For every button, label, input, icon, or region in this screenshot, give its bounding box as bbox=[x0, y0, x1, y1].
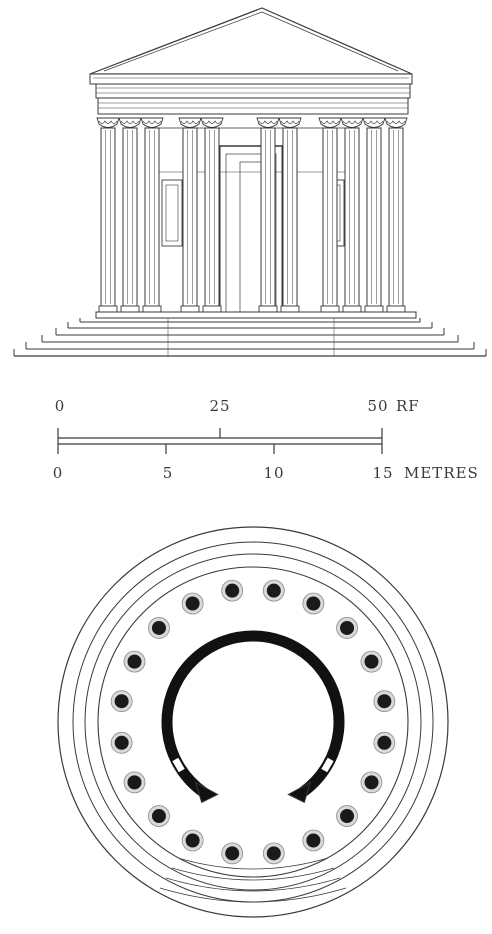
elevation-column bbox=[384, 117, 408, 313]
plan-column bbox=[221, 579, 244, 602]
plan-column bbox=[221, 842, 244, 865]
elevation-column bbox=[96, 117, 120, 313]
plan-column bbox=[373, 731, 396, 754]
scale-metres-label-0: 0 bbox=[53, 464, 64, 482]
plan-column bbox=[148, 617, 170, 639]
scale-metres-label-5: 5 bbox=[163, 464, 174, 482]
elevation-column bbox=[140, 117, 164, 313]
plan-column bbox=[148, 805, 170, 827]
cella-wall bbox=[149, 127, 351, 313]
plan-column bbox=[181, 592, 204, 615]
cella-window-right bbox=[319, 756, 336, 774]
cella-jamb-right bbox=[287, 781, 312, 804]
plan-column bbox=[302, 592, 325, 615]
left-window bbox=[161, 179, 183, 247]
plan-column bbox=[360, 771, 383, 794]
plan-column bbox=[110, 731, 133, 754]
plan-front-steps bbox=[159, 857, 347, 903]
plan-column bbox=[262, 842, 285, 865]
elevation-column bbox=[318, 117, 342, 313]
scale-metres-label-10: 10 bbox=[263, 464, 284, 482]
plan-column bbox=[336, 617, 358, 639]
plan-column bbox=[123, 650, 146, 673]
plan-column bbox=[181, 829, 204, 852]
cella-window-left bbox=[170, 756, 187, 774]
colonnade bbox=[96, 117, 408, 313]
temple-elevation bbox=[13, 7, 487, 357]
scale-metres-label-15: 15 bbox=[372, 464, 393, 482]
plan-column bbox=[373, 690, 396, 713]
plan-column bbox=[123, 771, 146, 794]
scale-feet-label-50: 50 bbox=[367, 397, 388, 415]
plan-column bbox=[360, 650, 383, 673]
scale-bar: 0 25 50 RF 0 5 10 15 METRES bbox=[53, 397, 479, 482]
plan-column bbox=[262, 579, 285, 602]
elevation-column bbox=[118, 117, 142, 313]
scale-feet-unit: RF bbox=[396, 397, 420, 415]
peristyle-columns bbox=[110, 579, 396, 865]
podium-steps bbox=[13, 311, 487, 357]
plan-column bbox=[110, 690, 133, 713]
scale-feet-label-25: 25 bbox=[209, 397, 230, 415]
temple-plan bbox=[57, 526, 449, 918]
cella-jamb-left bbox=[194, 781, 219, 804]
plan-step-ring-2 bbox=[84, 553, 422, 891]
elevation-column bbox=[178, 117, 202, 313]
scale-feet-label-0: 0 bbox=[55, 397, 66, 415]
entablature bbox=[89, 73, 413, 115]
elevation-column bbox=[278, 117, 302, 313]
plan-stylobate-ring bbox=[97, 566, 409, 878]
cella-plan bbox=[161, 630, 345, 804]
scale-metres-unit: METRES bbox=[404, 464, 479, 482]
plan-column bbox=[302, 829, 325, 852]
plan-column bbox=[336, 805, 358, 827]
elevation-column bbox=[362, 117, 386, 313]
plan-outer-ring bbox=[57, 526, 449, 918]
elevation-column bbox=[256, 117, 280, 313]
elevation-column bbox=[340, 117, 364, 313]
plan-step-ring-1 bbox=[72, 541, 434, 903]
pediment bbox=[89, 7, 413, 75]
elevation-column bbox=[200, 117, 224, 313]
cella-wall-arc bbox=[161, 630, 345, 797]
